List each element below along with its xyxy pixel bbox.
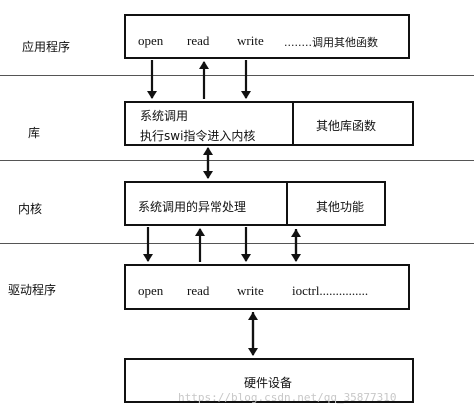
layer-label-driver: 驱动程序	[8, 283, 57, 297]
hardware-box: 硬件设备	[124, 358, 414, 403]
lib-box: 系统调用 执行swi指令进入内核 其他库函数	[124, 101, 414, 146]
layer-label-lib: 库	[28, 126, 41, 140]
layer-label-app: 应用程序	[22, 40, 71, 54]
driver-box: open read write ioctrl...............	[124, 264, 410, 310]
lib-other-functions: 其他库函数	[316, 119, 377, 133]
app-call-open: open	[138, 33, 164, 48]
layer-divider-app-lib	[0, 75, 474, 76]
app-box: open read write ........调用其他函数	[124, 14, 410, 59]
layer-divider-kernel-driver	[0, 243, 474, 244]
hardware-label: 硬件设备	[244, 376, 293, 390]
driver-call-ioctrl: ioctrl...............	[292, 283, 369, 298]
kernel-other-features: 其他功能	[316, 200, 365, 214]
driver-call-write: write	[237, 283, 264, 298]
app-call-write: write	[237, 33, 264, 48]
watermark: https://blog.csdn.net/qq_35877310	[178, 391, 397, 404]
app-call-read: read	[187, 33, 210, 48]
kernel-box: 系统调用的异常处理 其他功能	[124, 181, 386, 226]
kernel-exception-handling: 系统调用的异常处理	[138, 200, 247, 214]
app-call-other: ........调用其他函数	[284, 36, 378, 49]
lib-box-divider	[292, 103, 294, 144]
kernel-box-divider	[286, 183, 288, 224]
layer-label-kernel: 内核	[18, 202, 43, 216]
driver-call-open: open	[138, 283, 164, 298]
driver-call-read: read	[187, 283, 210, 298]
lib-syscall-line1: 系统调用	[140, 109, 189, 123]
lib-syscall-line2: 执行swi指令进入内核	[140, 129, 256, 143]
layer-divider-lib-kernel	[0, 160, 474, 161]
